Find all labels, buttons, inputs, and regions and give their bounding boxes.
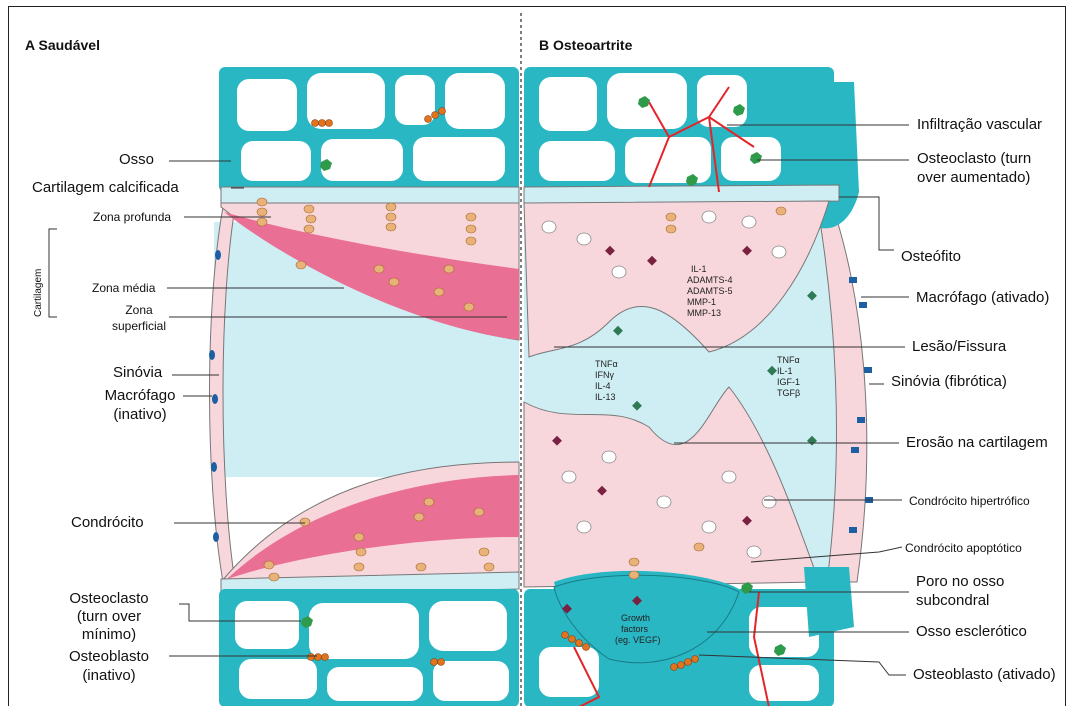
cytokine-il1: IL-1 [691,264,707,274]
label-zona-superficial-2: superficial [104,319,174,333]
growth-factors-3: (eg. VEGF) [615,635,661,645]
panel-b-title: B Osteoartrite [539,37,632,53]
label-sinovia: Sinóvia [113,364,162,382]
label-macrofago-2: (inativo) [97,406,183,424]
cytokine-adamts5: ADAMTS-5 [687,286,733,296]
label-erosao-cartilagem: Erosão na cartilagem [906,434,1048,452]
label-osteofito: Osteófito [901,248,961,266]
label-condrocito-apoptotico: Condrócito apoptótico [905,541,1022,555]
label-cartilagem: Cartilagem [33,269,44,317]
label-poro-1: Poro no osso [916,573,1004,591]
osteoarthritis-diagram [9,7,1066,706]
label-zona-profunda: Zona profunda [93,210,171,224]
label-osteoblasto-1: Osteoblasto [57,648,161,666]
label-condrocito: Condrócito [71,514,144,532]
label-zona-media: Zona média [92,281,155,295]
label-condrocito-hipertrofico: Condrócito hipertrófico [909,494,1030,508]
label-osteoclasto-3: mínimo) [59,626,159,644]
label-infiltracao-vascular: Infiltração vascular [917,116,1042,134]
label-osteoclasto-b-1: Osteoclasto (turn [917,150,1031,168]
label-osteoclasto-b-2: over aumentado) [917,169,1030,187]
cytokine-igf1: IGF-1 [777,377,800,387]
bone-top-b [524,67,834,192]
bone-top-a [219,67,519,192]
label-osteoclasto-1: Osteoclasto [59,590,159,608]
label-osteoclasto-2: (turn over [59,608,159,626]
label-osso: Osso [119,151,154,169]
label-osso-esclerotico: Osso esclerótico [916,623,1027,641]
label-cartilagem-calcificada: Cartilagem calcificada [32,179,179,197]
figure-frame: A Saudável B Osteoartrite Osso Cartilage… [8,6,1066,706]
label-poro-2: subcondral [916,592,989,610]
cytokine-adamts4: ADAMTS-4 [687,275,733,285]
label-sinovia-fibrotica: Sinóvia (fibrótica) [891,373,1007,391]
cytokine-mmp1: MMP-1 [687,297,716,307]
label-lesao-fissura: Lesão/Fissura [912,338,1006,356]
panel-a-title: A Saudável [25,37,100,53]
cytokine-tnfa-2: TNFα [777,355,800,365]
label-osteoblasto-ativado: Osteoblasto (ativado) [913,666,1056,684]
cytokine-il1-2: IL-1 [777,366,793,376]
label-zona-superficial-1: Zona [109,303,169,317]
cytokine-il13: IL-13 [595,392,616,402]
label-osteoblasto-2: (inativo) [57,667,161,685]
bone-bottom-a [219,589,519,706]
cytokine-mmp13: MMP-13 [687,308,721,318]
cytokine-tgfb: TGFβ [777,388,800,398]
cytokine-tnfa-1: TNFα [595,359,618,369]
growth-factors-1: Growth [621,613,650,623]
osteophyte-bottom [804,567,854,637]
cytokine-ifng: IFNγ [595,370,614,380]
cytokine-il4: IL-4 [595,381,611,391]
growth-factors-2: factors [621,624,648,634]
label-macrofago-1: Macrófago [97,387,183,405]
label-macrofago-ativado: Macrófago (ativado) [916,289,1049,307]
